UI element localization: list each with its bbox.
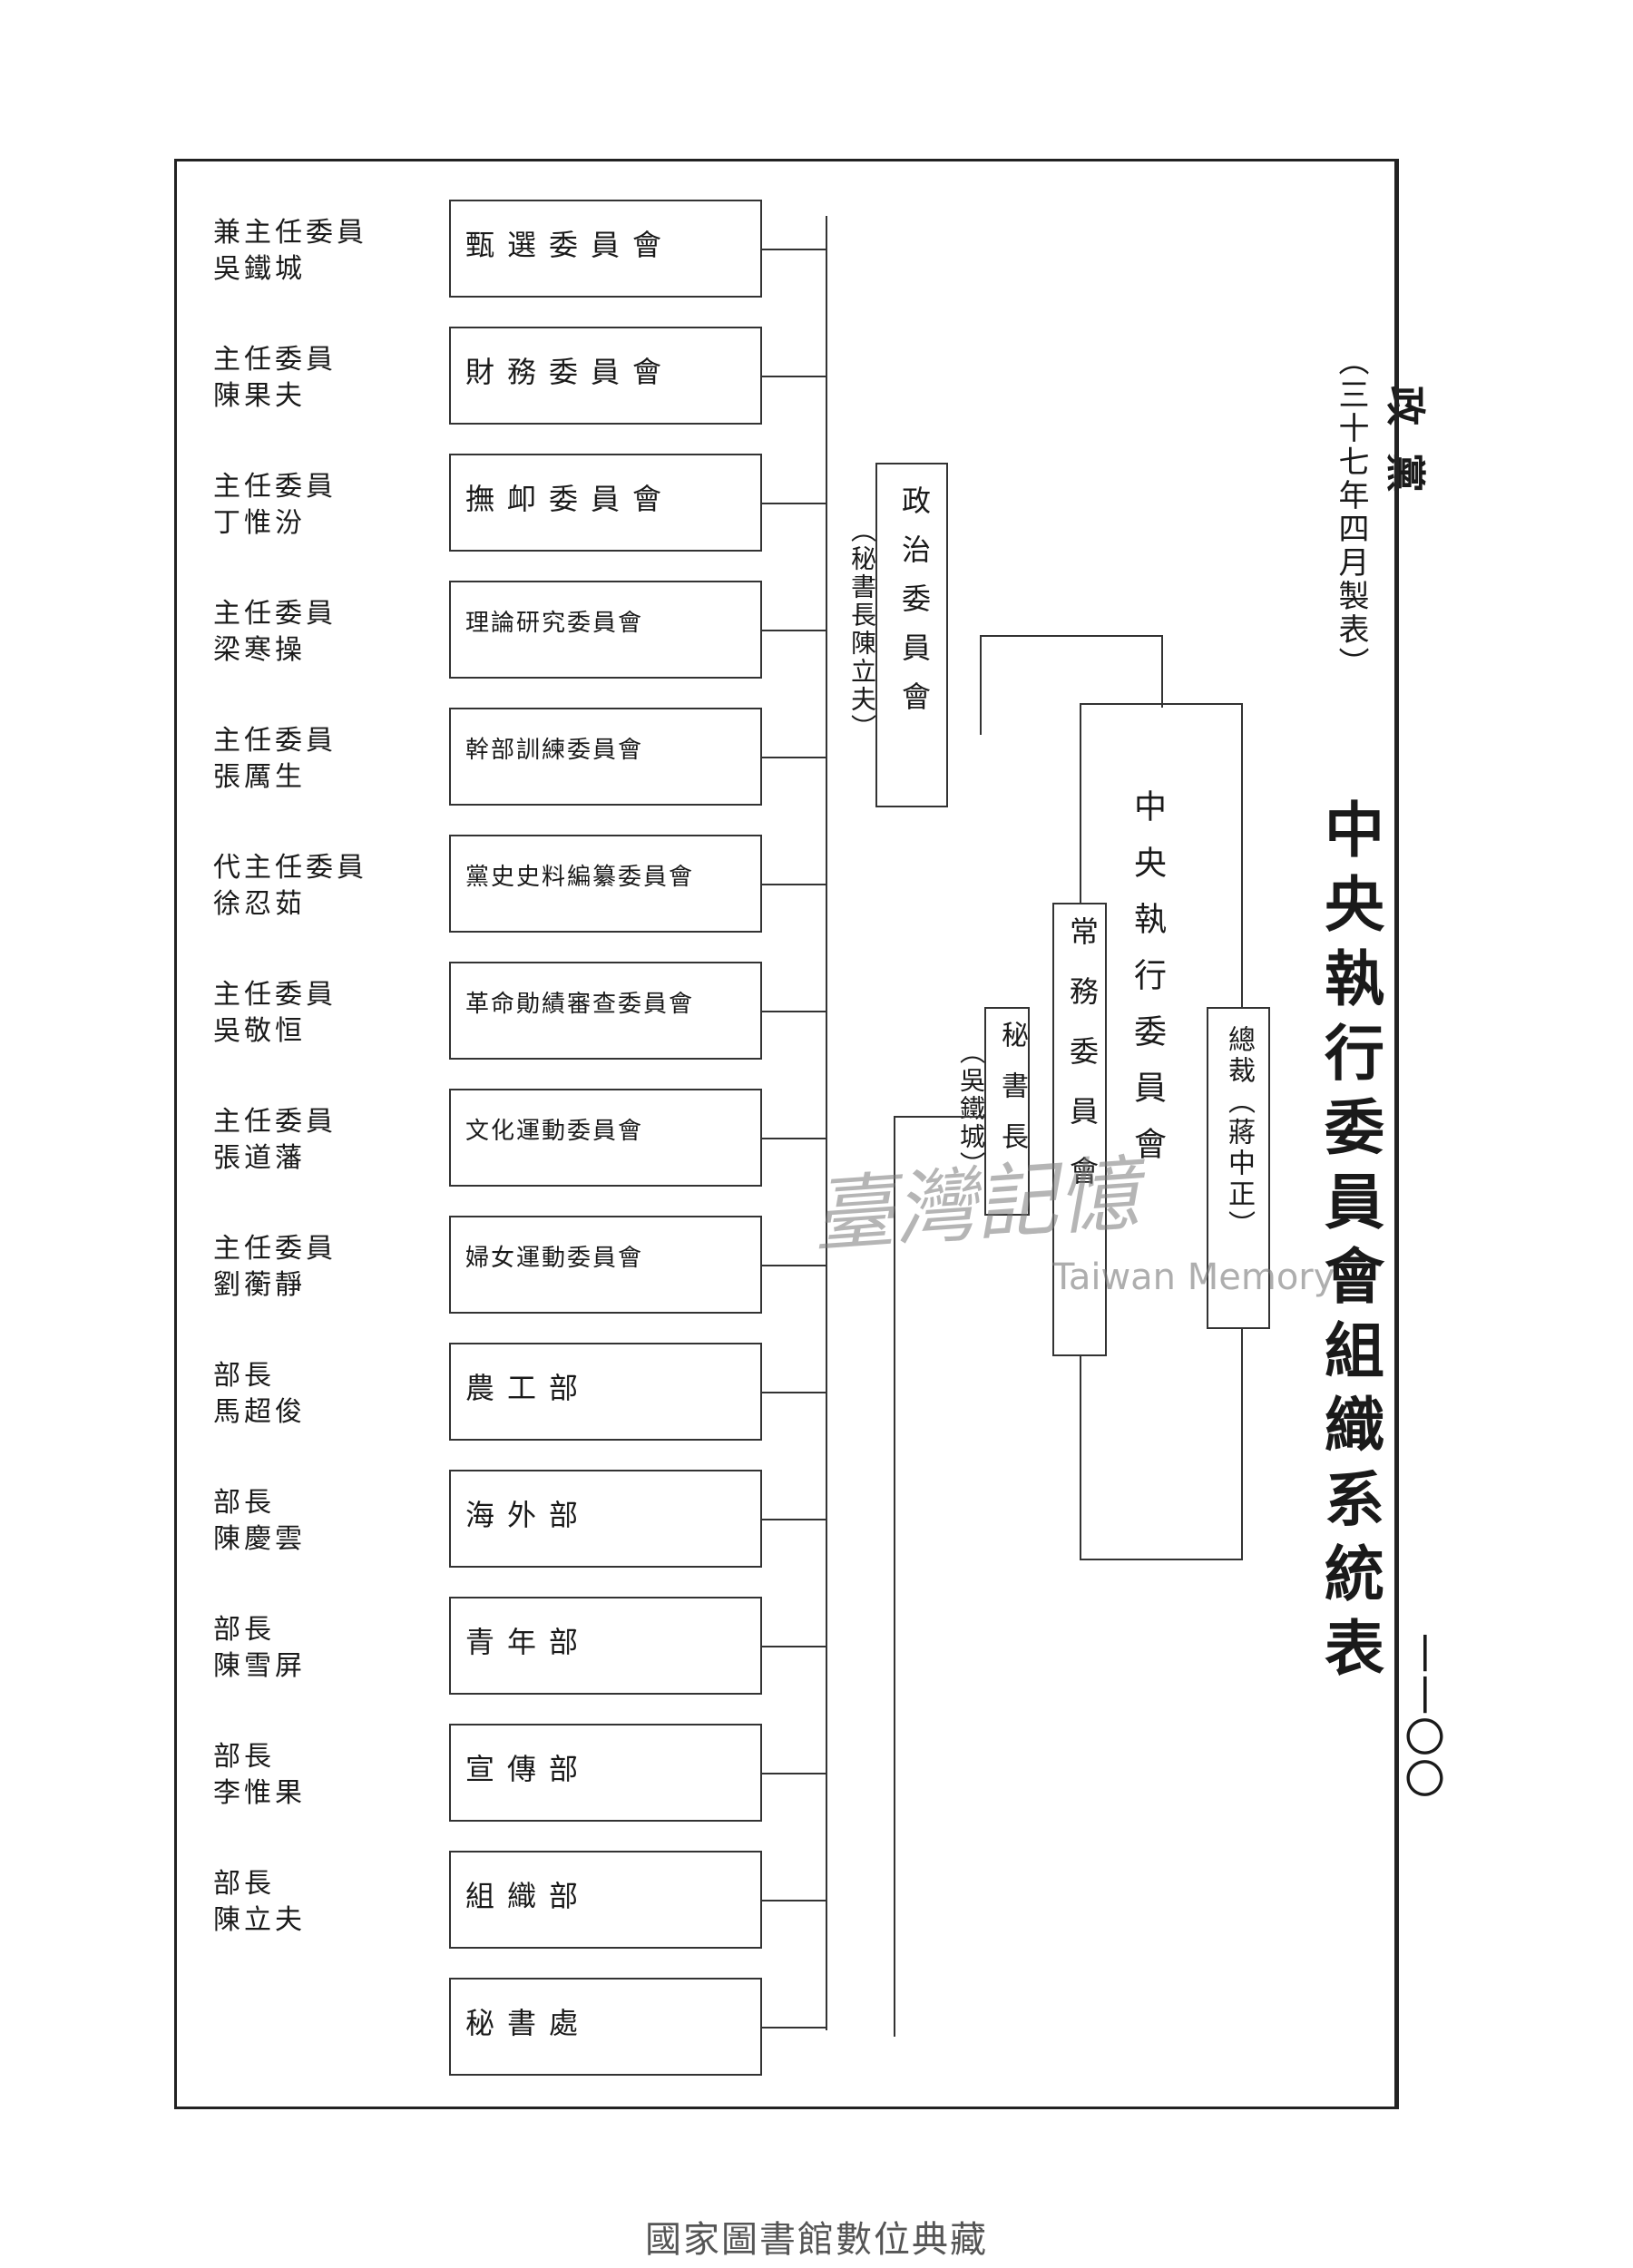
department-name: 青年部 [465,1625,592,1659]
department-head-title: 部長 [213,1360,275,1392]
department-box [449,708,762,806]
department-name: 幹部訓練委員會 [465,737,644,764]
department-head-person: 李惟果 [213,1777,306,1809]
department-name: 海外部 [465,1498,592,1532]
secretary-label: 秘書長 [996,1021,1028,1173]
department-box [449,1978,762,2076]
department-name: 財務委員會 [465,355,675,389]
standing-committee-box [1052,903,1107,1356]
title-date: （三十七年四月製表） [1333,345,1369,680]
department-head-person: 徐忍茹 [213,888,306,920]
department-connector [762,1265,826,1266]
connector-top-up [1161,635,1163,708]
department-connector [762,630,826,631]
department-name: 黨史史料編纂委員會 [465,864,695,891]
chart-title: 中央執行委員會組織系統表 [1315,798,1385,1691]
department-name: 革命勛績審查委員會 [465,991,695,1018]
department-head-title: 主任委員 [213,1233,337,1265]
department-connector [762,503,826,504]
connector-dept-bus [826,216,827,2030]
footer-caption: 國家圖書館數位典藏 [645,2219,988,2261]
department-head-person: 張厲生 [213,761,306,793]
department-connector [762,1392,826,1393]
secretary-person: （吳鐵城） [956,1039,986,1179]
political-committee-name: 政治委員會 [897,485,932,730]
department-box [449,1470,762,1568]
page-number: 一一〇〇 [1400,1633,1446,1800]
department-head-person: 丁惟汾 [213,507,306,539]
department-head-person: 陳雪屏 [213,1650,306,1682]
department-box [449,1724,762,1822]
department-connector [762,1646,826,1647]
department-head-person: 馬超俊 [213,1396,306,1428]
connector-secretary-bus [894,1116,895,2037]
department-connector [762,1773,826,1774]
department-head-person: 張道藩 [213,1142,306,1174]
chart-frame [174,159,1399,2109]
department-head-title: 主任委員 [213,471,337,503]
political-committee-box [875,463,948,807]
department-box [449,1343,762,1441]
department-head-person: 吳鐵城 [213,253,306,285]
department-head-person: 陳果夫 [213,380,306,412]
department-connector [762,376,826,377]
department-box [449,1597,762,1695]
department-connector [762,249,826,250]
watermark-english: Taiwan Memory [1052,1256,1335,1298]
department-connector [762,1519,826,1520]
department-box [449,327,762,425]
department-name: 組織部 [465,1879,592,1913]
department-head-person: 陳立夫 [213,1904,306,1936]
department-name: 甄選委員會 [465,228,675,262]
department-head-title: 主任委員 [213,344,337,376]
standing-committee-name: 常務委員會 [1065,916,1100,1216]
department-box [449,835,762,933]
department-connector [762,1138,826,1139]
department-name: 理論研究委員會 [465,610,644,637]
department-box [449,1089,762,1187]
department-connector [762,1900,826,1901]
department-head-title: 主任委員 [213,1106,337,1138]
department-head-person: 劉蘅靜 [213,1269,306,1301]
department-name: 婦女運動委員會 [465,1245,644,1272]
department-head-title: 部長 [213,1487,275,1519]
secretary-box [984,1007,1030,1216]
department-head-person: 梁寒操 [213,634,306,666]
department-head-title: 代主任委員 [213,852,367,884]
leader-name: 總裁（蔣中正） [1223,1025,1255,1241]
department-head-title: 主任委員 [213,979,337,1011]
department-head-title: 主任委員 [213,725,337,757]
department-head-title: 兼主任委員 [213,217,367,249]
department-box [449,962,762,1060]
department-box [449,200,762,298]
top-committee-name: 中央執行委員會 [1129,789,1166,1183]
department-name: 農工部 [465,1371,592,1405]
connector-political-drop [980,635,982,735]
department-box [449,1216,762,1314]
department-head-title: 主任委員 [213,598,337,630]
department-box [449,581,762,679]
department-name: 文化運動委員會 [465,1118,644,1145]
department-connector [762,757,826,758]
department-head-title: 部長 [213,1741,275,1773]
watermark-chinese: 臺灣記憶 [809,1146,1142,1265]
department-box [449,1851,762,1949]
department-connector [762,1011,826,1012]
department-connector [762,2027,826,2028]
department-head-title: 部長 [213,1614,275,1646]
department-head-person: 吳敬恒 [213,1015,306,1047]
department-head-title: 部長 [213,1868,275,1900]
political-committee-chair: （秘書長陳立夫） [847,517,877,742]
department-box [449,454,762,552]
department-connector [762,884,826,885]
department-name: 宣傳部 [465,1752,592,1786]
connector-secretary [894,1116,984,1118]
department-name: 秘書處 [465,2006,592,2040]
department-head-person: 陳慶雲 [213,1523,306,1555]
connector-top-political [980,635,1161,637]
department-name: 撫卹委員會 [465,482,675,516]
leader-box [1207,1007,1270,1329]
